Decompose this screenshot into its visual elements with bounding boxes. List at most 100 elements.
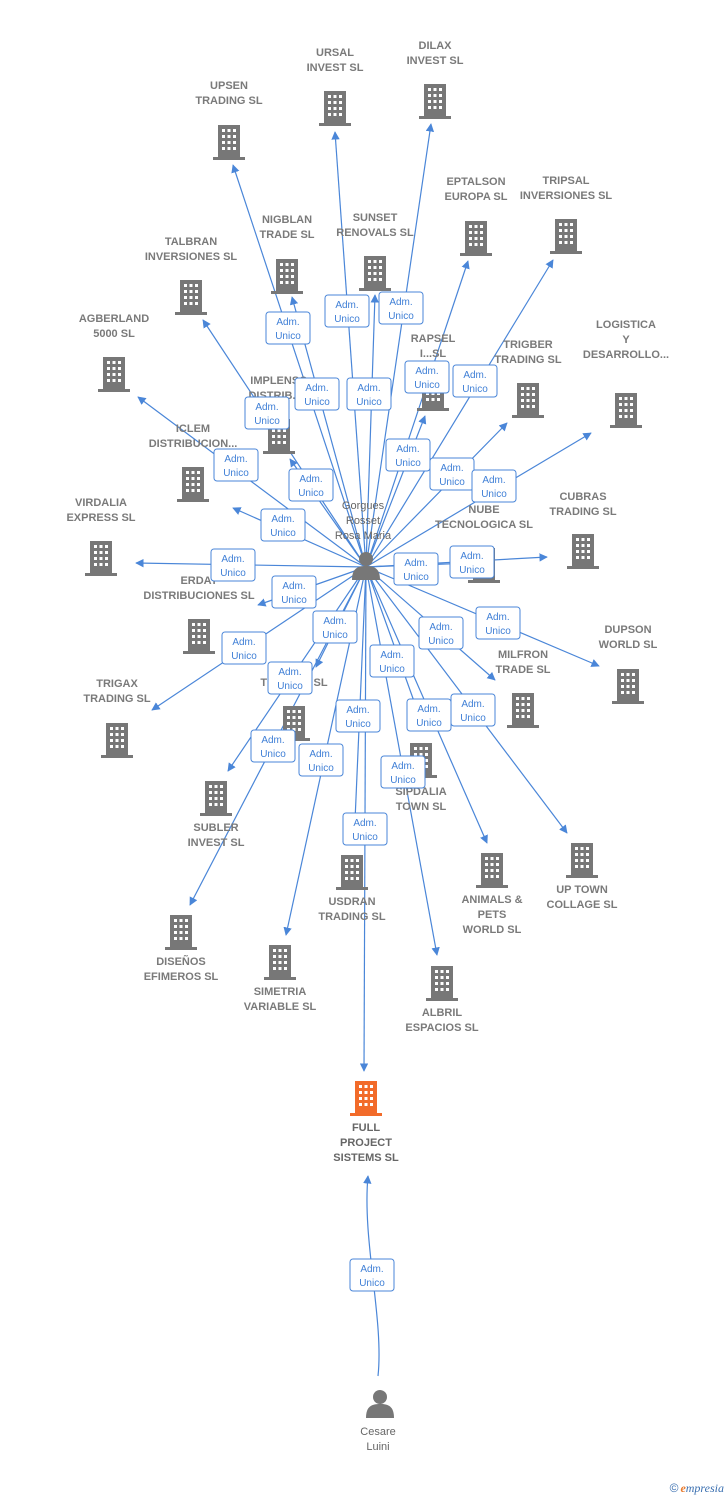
relation-role-text: Adm. bbox=[305, 383, 328, 394]
relation-type-text: Unico bbox=[298, 488, 324, 499]
relation-label[interactable]: Adm.Unico bbox=[380, 755, 426, 789]
relation-label[interactable]: Adm.Unico bbox=[210, 548, 256, 582]
relation-type-text: Unico bbox=[322, 630, 348, 641]
relation-label[interactable]: Adm.Unico bbox=[250, 729, 296, 763]
company-node-iclem[interactable]: ICLEMDISTRIBUCION... bbox=[149, 423, 238, 502]
company-node-full[interactable]: FULL PROJECT SISTEMS SL bbox=[333, 1081, 399, 1164]
relation-label[interactable]: Adm.Unico bbox=[471, 469, 517, 503]
relation-label[interactable]: Adm.Unico bbox=[312, 610, 358, 644]
relation-label[interactable]: Adm.Unico bbox=[450, 693, 496, 727]
relation-label[interactable]: Adm.Unico bbox=[449, 545, 495, 579]
company-name-line: DESARROLLO... bbox=[583, 349, 669, 361]
company-name-line: SISTEMS SL bbox=[333, 1152, 399, 1164]
relation-label[interactable]: Adm.Unico bbox=[267, 661, 313, 695]
relation-label[interactable]: Adm.Unico bbox=[298, 743, 344, 777]
relation-label[interactable]: Adm.Unico bbox=[406, 698, 452, 732]
edge-gorgues-sipdalia bbox=[365, 566, 422, 719]
relation-type-text: Unico bbox=[254, 416, 280, 427]
relation-label[interactable]: Adm.Unico bbox=[324, 294, 370, 328]
relation-role-text: Adm. bbox=[335, 300, 358, 311]
relation-role-text: Adm. bbox=[221, 554, 244, 565]
company-name-line: FULL bbox=[352, 1122, 380, 1134]
relation-type-text: Unico bbox=[223, 468, 249, 479]
relation-label[interactable]: Adm.Unico bbox=[271, 575, 317, 609]
company-name-line: TALBRAN bbox=[165, 236, 217, 248]
building-icon bbox=[319, 91, 351, 126]
relation-label[interactable]: Adm.Unico bbox=[475, 606, 521, 640]
person-icon bbox=[366, 1390, 394, 1418]
relation-label-box bbox=[324, 294, 370, 328]
relation-type-text: Unico bbox=[277, 681, 303, 692]
relation-type-text: Unico bbox=[460, 713, 486, 724]
company-name-line: CUBRAS bbox=[559, 491, 606, 503]
building-icon bbox=[359, 256, 391, 291]
relation-label-box bbox=[475, 606, 521, 640]
relation-label-box bbox=[213, 448, 259, 482]
edge-gorgues-tripsal bbox=[365, 259, 554, 568]
relation-label[interactable]: Adm.Unico bbox=[221, 631, 267, 665]
relation-label[interactable]: Adm.Unico bbox=[393, 552, 439, 586]
relation-label[interactable]: Adm.Unico bbox=[288, 468, 334, 502]
relation-role-text: Adm. bbox=[276, 317, 299, 328]
relation-label[interactable]: Adm.Unico bbox=[418, 616, 464, 650]
company-node-logistica[interactable]: LOGISTICAYDESARROLLO... bbox=[583, 319, 669, 428]
relation-label[interactable]: Adm.Unico bbox=[260, 508, 306, 542]
edge-gorgues-ursal bbox=[331, 131, 367, 568]
relation-label-box bbox=[380, 755, 426, 789]
relation-label[interactable]: Adm.Unico bbox=[335, 699, 381, 733]
relation-type-text: Unico bbox=[304, 397, 330, 408]
relation-label[interactable]: Adm.Unico bbox=[452, 364, 498, 398]
relation-label[interactable]: Adm.Unico bbox=[213, 448, 259, 482]
relation-label[interactable]: Adm.Unico bbox=[404, 360, 450, 394]
relation-label[interactable]: Adm.Unico bbox=[346, 377, 392, 411]
relation-role-text: Adm. bbox=[429, 622, 452, 633]
company-name-line: PROJECT bbox=[340, 1137, 392, 1149]
relation-type-text: Unico bbox=[345, 719, 371, 730]
relation-label[interactable]: Adm.Unico bbox=[265, 311, 311, 345]
relation-label-box bbox=[342, 812, 388, 846]
relation-label[interactable]: Adm.Unico bbox=[342, 812, 388, 846]
relation-type-text: Unico bbox=[359, 1278, 385, 1289]
company-name-line: TRADE SL bbox=[496, 664, 551, 676]
relation-label[interactable]: Adm.Unico bbox=[349, 1258, 395, 1292]
relation-label[interactable]: Adm. Unico bbox=[294, 377, 340, 411]
relation-label-box bbox=[471, 469, 517, 503]
relation-label[interactable]: Adm.Unico bbox=[378, 291, 424, 325]
relation-label[interactable]: Adm.Unico bbox=[385, 438, 431, 472]
relation-label[interactable]: Adm.Unico bbox=[369, 644, 415, 678]
building-icon bbox=[200, 781, 232, 816]
relation-label[interactable]: Adm.Unico bbox=[429, 457, 475, 491]
company-name-line: DISTRIBUCION... bbox=[149, 438, 238, 450]
person-name-line: Gorgues bbox=[342, 500, 385, 512]
relation-label-box bbox=[244, 396, 290, 430]
relation-label[interactable]: Adm.Unico bbox=[244, 396, 290, 430]
